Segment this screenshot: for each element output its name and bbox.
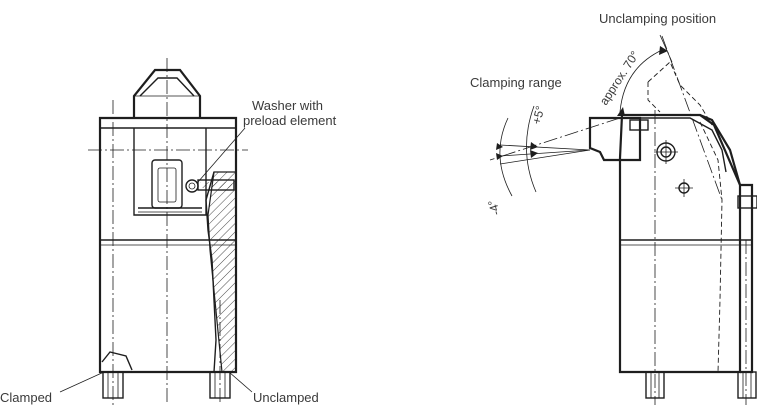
clamped-detail <box>101 351 133 371</box>
housing-side-outline <box>618 113 742 374</box>
clamping-arm <box>588 116 642 162</box>
arm-contour <box>640 117 727 173</box>
clamped-label: Clamped <box>0 390 52 405</box>
spring-contour <box>205 171 217 373</box>
side-right-foot <box>737 371 757 399</box>
arrow-minus <box>530 150 538 158</box>
clamping-arc-inner <box>526 105 537 193</box>
clamping-range-ray-2 <box>499 144 591 151</box>
inner-cavity <box>133 128 207 216</box>
unclamped-label: Unclamped <box>253 390 319 405</box>
hidden-spring-line <box>699 121 723 373</box>
side-view <box>489 34 757 405</box>
washer-label-line1: Washer with <box>252 98 323 113</box>
side-rear-block <box>740 183 754 374</box>
unclamping-position-label: Unclamping position <box>599 11 716 26</box>
front-section-view <box>59 58 253 405</box>
arm-back-edge <box>699 113 742 186</box>
washer-preload-element <box>185 179 199 193</box>
unclamping-angle-axis <box>661 35 723 201</box>
arrow-plus <box>530 142 538 150</box>
clamped-leader <box>59 371 105 393</box>
angle-minus-label: -4° <box>485 198 503 217</box>
prism-jaw <box>132 68 202 118</box>
clamping-range-ray-1 <box>499 149 591 157</box>
clamping-range-ray-3 <box>499 149 591 165</box>
clamping-axis <box>489 117 621 161</box>
washer-leader <box>197 127 246 183</box>
unclamped-leader <box>228 371 253 393</box>
arm-notch <box>629 119 649 131</box>
washer-label-line2: preload element <box>243 113 337 128</box>
prism-inner-edge <box>139 77 195 97</box>
washer-inner <box>188 182 196 190</box>
angle-approx-label: approx. 70° <box>597 48 642 107</box>
angle-plus-label: +5° <box>529 104 547 126</box>
unclamping-angle-arc <box>619 49 663 113</box>
clamping-range-label: Clamping range <box>470 75 562 90</box>
side-flange <box>737 195 757 209</box>
unclamping-leader <box>659 34 673 63</box>
unclamping-position-outline <box>647 61 713 126</box>
clamping-arc-outer <box>499 117 513 197</box>
